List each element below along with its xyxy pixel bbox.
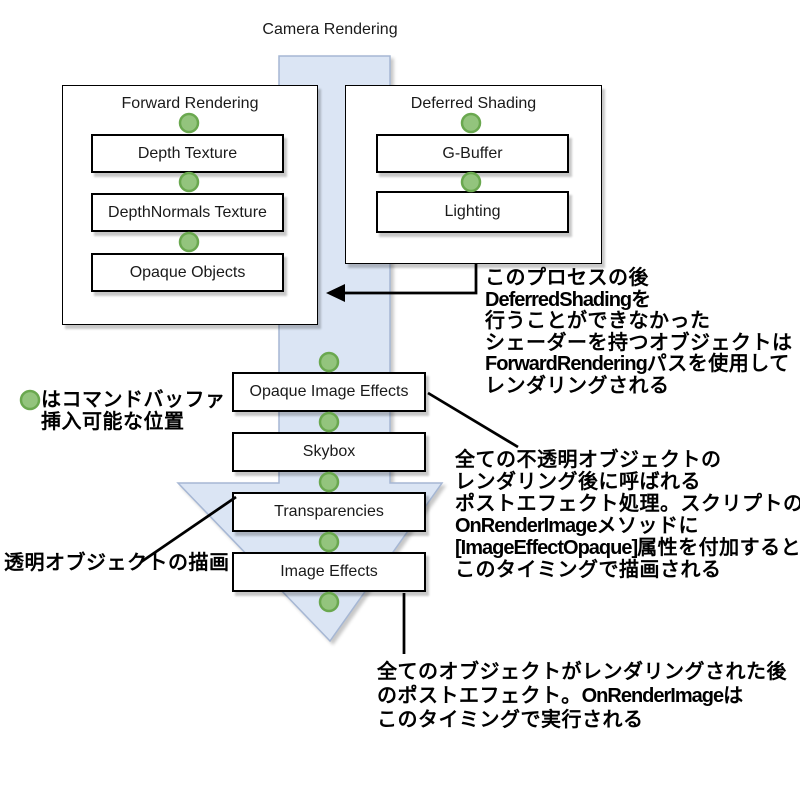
legend-dot-icon	[19, 389, 41, 411]
command-buffer-point-icon	[318, 471, 340, 493]
g-buffer-box: G-Buffer	[376, 134, 569, 173]
depth-texture-box: Depth Texture	[91, 134, 284, 173]
forward-rendering-title: Forward Rendering	[121, 95, 259, 112]
image-effects-box: Image Effects	[232, 552, 426, 592]
command-buffer-point-icon	[318, 351, 340, 373]
skybox-box: Skybox	[232, 432, 426, 472]
opaque-image-effects-box: Opaque Image Effects	[232, 372, 426, 412]
diagram-title: Camera Rendering	[262, 21, 398, 38]
left-arrowhead-icon	[326, 284, 345, 302]
command-buffer-point-icon	[318, 411, 340, 433]
opaque-effects-connector-line	[427, 391, 519, 449]
forward-rendering-group: Forward Rendering Depth Texture DepthNor…	[62, 85, 318, 325]
opaque-objects-box: Opaque Objects	[91, 253, 284, 292]
transparencies-box: Transparencies	[232, 492, 426, 532]
lighting-box: Lighting	[376, 191, 569, 233]
note-transparent-objects: 透明オブジェクトの描画	[4, 552, 230, 574]
note-final-effects: 全てのオブジェクトがレンダリングされた後のポストエフェクト。OnRenderIm…	[377, 661, 787, 731]
deferred-shading-title: Deferred Shading	[410, 95, 537, 112]
command-buffer-point-icon	[318, 591, 340, 613]
deferred-shading-group: Deferred Shading G-Buffer Lighting	[345, 85, 602, 264]
depthnormals-texture-box: DepthNormals Texture	[91, 193, 284, 232]
note-opaque-effects: 全ての不透明オブジェクトのレンダリング後に呼ばれるポストエフェクト処理。スクリプ…	[455, 449, 800, 581]
deferred-fallback-connector-line	[344, 263, 478, 295]
command-buffer-point-icon	[318, 531, 340, 553]
legend-command-buffer-text: はコマンドバッファ挿入可能な位置	[41, 389, 226, 433]
